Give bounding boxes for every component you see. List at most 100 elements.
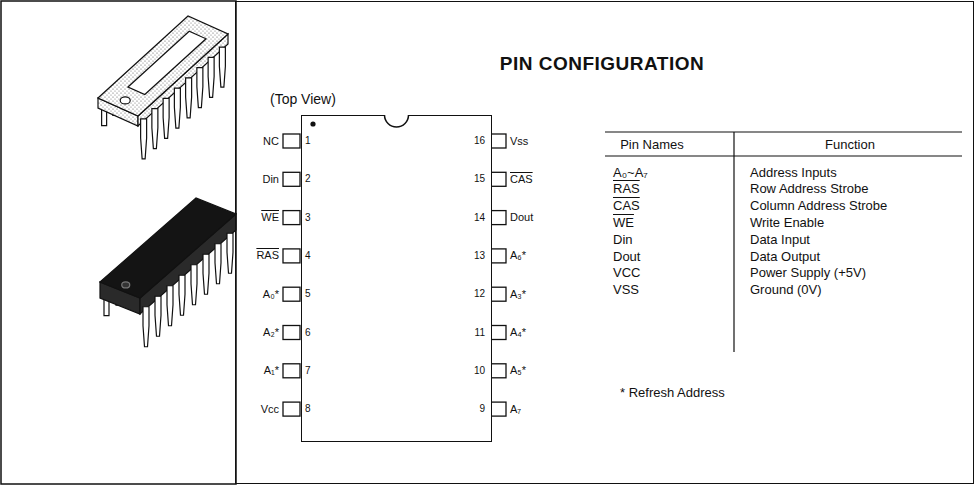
pin-stub [490,249,506,263]
pin-name: Din [262,174,279,185]
pin-stub [283,211,300,225]
pin-name: CAS [510,174,533,185]
pin-name: A₃* [510,289,526,300]
pin-stub [283,134,300,148]
table-header: Function [825,138,875,151]
chip-leg [179,275,185,315]
chip-leg [227,233,233,273]
chip-leg [219,47,225,87]
pin-name: A₁* [264,365,279,376]
pin-stub [283,249,300,263]
pin-configuration-panel: PIN CONFIGURATION (Top View) [235,1,974,484]
table-function: Data Input [750,233,810,246]
pin-number: 9 [479,404,485,414]
plastic-dip-illustration [100,198,236,347]
pin-stub [283,402,300,416]
chip-notch [120,97,130,104]
title: PIN CONFIGURATION [500,54,704,73]
chip-top [100,198,236,298]
chip-leg [191,265,197,305]
chip-leg [203,254,209,294]
pin-number: 16 [474,136,485,146]
pin-name: NC [263,136,279,147]
chip-leg [152,109,158,149]
pin-number: 15 [474,174,485,184]
table-pin-name: A₀~A₇ [613,166,648,179]
table-function: Data Output [750,250,820,263]
pin-number: 14 [474,213,485,223]
pin-stub [490,211,506,225]
table-function: Power Supply (+5V) [750,266,866,279]
left-frame [1,1,236,484]
chip-leg [155,296,161,336]
chip-notch [122,282,130,288]
table-pin-name: RAS [613,182,640,195]
pin-number: 8 [305,404,311,414]
table-function: Ground (0V) [750,283,822,296]
chip-leg [163,98,169,138]
pin-number: 12 [474,289,485,299]
pin-name: RAS [256,250,279,261]
chip-leg [174,88,180,128]
table-pin-name: Din [613,233,633,246]
ic-package-outline: (Top View) [301,115,492,442]
table-pin-name: VSS [613,283,639,296]
table-function: Address Inputs [750,166,837,179]
pin-number: 3 [305,213,311,223]
view-note: (Top View) [270,92,336,106]
pin-name: Dout [510,212,533,223]
pin-name: Vss [510,136,528,147]
pin1-dot [310,121,315,126]
pin-stub [490,402,506,416]
chip-lid [128,31,206,94]
pin-stub [283,287,300,301]
pin-stub [490,134,506,148]
package-notch [384,115,408,127]
pin-name: A₅* [510,365,526,376]
pin-name: WE [261,212,279,223]
table-pin-name: VCC [613,266,640,279]
pin-name: A₇ [510,404,521,415]
chip-leg [215,244,221,284]
table-pin-name: CAS [613,199,640,212]
chip-leg [186,78,192,118]
pin-name: Vcc [261,404,279,415]
pin-number: 1 [305,136,311,146]
pin-number: 4 [305,251,311,261]
pin-number: 13 [474,251,485,261]
pin-stub [283,364,300,378]
pin-stub [283,172,300,186]
pin-number: 5 [305,289,311,299]
table-rule [605,155,962,156]
table-rule [733,132,734,352]
footnote: * Refresh Address [620,386,725,399]
pin-number: 10 [474,366,485,376]
table-header: Pin Names [620,138,684,151]
pin-name: A₂* [263,327,279,338]
pin-number: 6 [305,328,311,338]
chip-leg [141,119,147,159]
table-function: Column Address Strobe [750,199,887,212]
table-rule [605,131,962,132]
chip-leg [167,286,173,326]
table-pin-name: Dout [613,250,640,263]
pin-stub [490,287,506,301]
table-function: Write Enable [750,216,824,229]
table-pin-name: WE [613,216,634,229]
pin-number: 11 [475,328,485,338]
pin-number: 7 [305,366,311,376]
pin-stub [490,364,506,378]
pin-name: A₄* [510,327,526,338]
pin-name: A₆* [510,250,526,261]
pin-stub [490,326,506,340]
pin-stub [490,172,506,186]
chip-leg [197,68,203,108]
notch-and-dot [301,115,492,442]
pin-stub [283,326,300,340]
pin-name: A₀* [263,289,279,300]
chip-leg [208,57,214,97]
table-function: Row Address Strobe [750,182,869,195]
chip-leg [143,307,149,347]
